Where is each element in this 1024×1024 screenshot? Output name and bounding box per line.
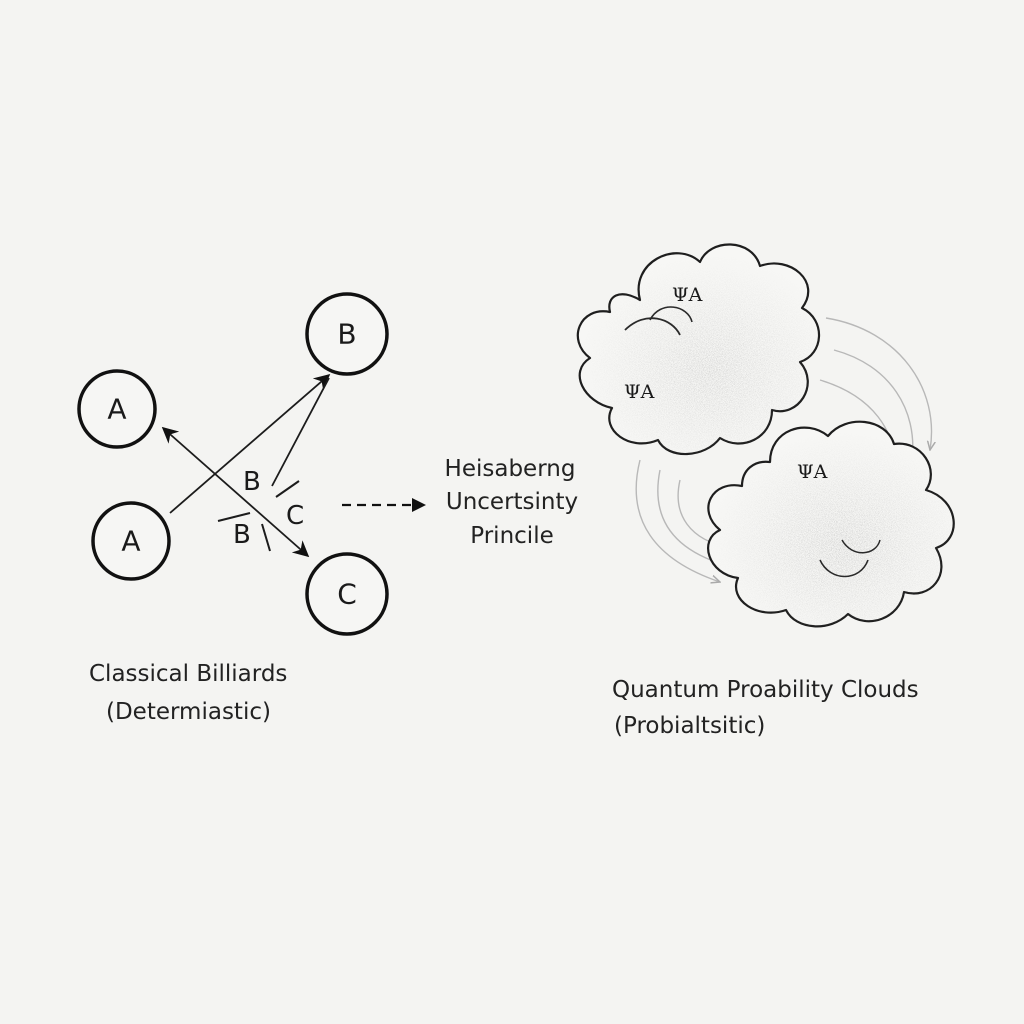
dashed-arrow-head xyxy=(412,498,426,512)
ball-label: B xyxy=(337,318,356,351)
ball-label: A xyxy=(107,393,126,426)
quantum-caption-subtitle: (Probialtsitic) xyxy=(614,713,765,739)
classical-caption-subtitle: (Determiastic) xyxy=(106,699,271,725)
ball-label: A xyxy=(121,525,140,558)
classical-billiards-group: A A B C B C B Classical Billiards (Deter… xyxy=(77,292,389,725)
principle-line-3: Princile xyxy=(470,523,553,549)
collision-tick xyxy=(217,512,251,522)
classical-caption-title: Classical Billiards xyxy=(89,661,287,687)
transition-group: Heisaberng Uncertsinty Princile xyxy=(342,456,578,549)
collision-tick xyxy=(275,480,300,498)
trajectory-deflect-b xyxy=(271,377,330,487)
collision-label-b-lower: B xyxy=(233,520,251,550)
ball-label: C xyxy=(337,578,357,611)
ball-c: C xyxy=(305,552,389,636)
cloud-label-psi-a: ΨA xyxy=(797,461,828,483)
collision-tick xyxy=(261,523,271,552)
ball-a-top: A xyxy=(77,369,157,449)
collision-label-b: B xyxy=(243,467,261,497)
quantum-caption-title: Quantum Proability Clouds xyxy=(612,677,919,703)
probability-cloud-lower: ΨA xyxy=(707,420,955,628)
ball-a-bottom: A xyxy=(91,501,171,581)
quantum-clouds-group: ΨA ΨA ΨA Quantum Proability Clouds (Prob… xyxy=(576,243,955,739)
probability-cloud-upper: ΨA ΨA xyxy=(576,243,821,456)
trajectory-a-to-c xyxy=(161,426,310,558)
collision-label-c: C xyxy=(286,501,304,531)
principle-line-2: Uncertsinty xyxy=(446,489,578,515)
ball-b: B xyxy=(305,292,389,376)
cloud-label-psi-a: ΨA xyxy=(624,381,655,403)
principle-line-1: Heisaberng xyxy=(445,456,576,482)
cloud-label-psi-a: ΨA xyxy=(672,284,703,306)
